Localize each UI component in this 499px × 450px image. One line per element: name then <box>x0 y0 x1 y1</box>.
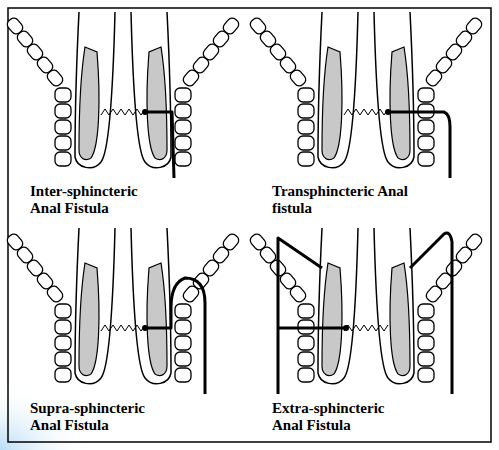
right-side <box>374 12 484 168</box>
levator-segment <box>248 16 267 36</box>
external-sphincter-segment <box>175 120 191 134</box>
external-sphincter-segment <box>418 352 434 366</box>
fistula-tract <box>388 112 450 178</box>
levator-segment <box>5 16 24 36</box>
external-sphincter-segment <box>418 136 434 150</box>
external-sphincter-segment <box>418 152 434 166</box>
levator-segment <box>5 232 24 252</box>
anal-wall <box>131 12 171 168</box>
fistula-tract <box>278 327 346 330</box>
external-sphincter-segment <box>418 304 434 318</box>
external-sphincter-segment <box>175 136 191 150</box>
internal-sphincter <box>322 263 342 376</box>
left-side <box>5 12 115 168</box>
left-side <box>248 228 358 384</box>
anal-wall <box>75 12 115 168</box>
external-sphincter-segment <box>298 104 314 118</box>
levator-segment <box>464 16 483 36</box>
dentate-line <box>344 325 388 331</box>
anal-wall <box>374 228 414 384</box>
external-sphincter-segment <box>175 152 191 166</box>
internal-opening <box>343 325 349 331</box>
fistula-tract <box>145 112 174 178</box>
external-sphincter-segment <box>55 336 71 350</box>
levator-segment <box>464 232 483 252</box>
internal-sphincter <box>79 263 99 376</box>
internal-sphincter <box>390 263 410 376</box>
anal-wall <box>318 228 358 384</box>
fistula-caption: Transphincteric Anal fistula <box>272 183 412 217</box>
fistula-tract <box>278 238 322 394</box>
external-sphincter-segment <box>175 104 191 118</box>
levator-segment <box>221 232 240 252</box>
left-side <box>5 228 115 384</box>
external-sphincter-segment <box>55 120 71 134</box>
fistula-tract <box>145 278 205 394</box>
internal-opening <box>385 109 391 115</box>
external-sphincter-segment <box>298 352 314 366</box>
external-sphincter-segment <box>175 336 191 350</box>
external-sphincter-segment <box>55 104 71 118</box>
right-side <box>131 228 241 384</box>
fistula-caption: Supra-sphincteric Anal Fistula <box>30 400 170 434</box>
external-sphincter-segment <box>55 88 71 102</box>
internal-sphincter <box>147 47 167 160</box>
internal-opening <box>142 109 148 115</box>
anal-wall <box>374 12 414 168</box>
fistula-panel <box>5 228 240 394</box>
external-sphincter-segment <box>298 88 314 102</box>
fistula-caption: Extra-sphincteric Anal Fistula <box>272 400 412 434</box>
internal-sphincter <box>147 263 167 376</box>
right-side <box>374 228 484 384</box>
fistula-panel <box>248 228 483 394</box>
levator-segment <box>248 232 267 252</box>
dentate-line <box>101 325 145 331</box>
external-sphincter-segment <box>175 352 191 366</box>
internal-opening <box>142 325 148 331</box>
external-sphincter-segment <box>298 120 314 134</box>
external-sphincter-segment <box>418 368 434 382</box>
internal-sphincter <box>79 47 99 160</box>
external-sphincter-segment <box>55 352 71 366</box>
external-sphincter-segment <box>55 136 71 150</box>
external-sphincter-segment <box>418 120 434 134</box>
external-sphincter-segment <box>175 304 191 318</box>
external-sphincter-segment <box>175 88 191 102</box>
external-sphincter-segment <box>55 320 71 334</box>
right-side <box>131 12 241 168</box>
external-sphincter-segment <box>298 152 314 166</box>
anal-wall <box>75 228 115 384</box>
external-sphincter-segment <box>55 304 71 318</box>
fistula-tract <box>410 233 452 394</box>
external-sphincter-segment <box>175 368 191 382</box>
fistula-caption: Inter-sphincteric Anal Fistula <box>30 183 170 217</box>
anal-wall <box>318 12 358 168</box>
fistula-panel <box>248 12 483 178</box>
external-sphincter-segment <box>55 152 71 166</box>
external-sphincter-segment <box>298 136 314 150</box>
external-sphincter-segment <box>298 304 314 318</box>
left-side <box>248 12 358 168</box>
external-sphincter-segment <box>418 336 434 350</box>
frame-border <box>8 8 491 442</box>
dentate-line <box>344 109 388 115</box>
fistula-panel <box>5 12 240 178</box>
external-sphincter-segment <box>418 88 434 102</box>
external-sphincter-segment <box>175 320 191 334</box>
external-sphincter-segment <box>298 368 314 382</box>
internal-sphincter <box>390 47 410 160</box>
external-sphincter-segment <box>55 368 71 382</box>
levator-segment <box>221 16 240 36</box>
internal-sphincter <box>322 47 342 160</box>
external-sphincter-segment <box>298 336 314 350</box>
external-sphincter-segment <box>418 320 434 334</box>
dentate-line <box>101 109 145 115</box>
anal-wall <box>131 228 171 384</box>
